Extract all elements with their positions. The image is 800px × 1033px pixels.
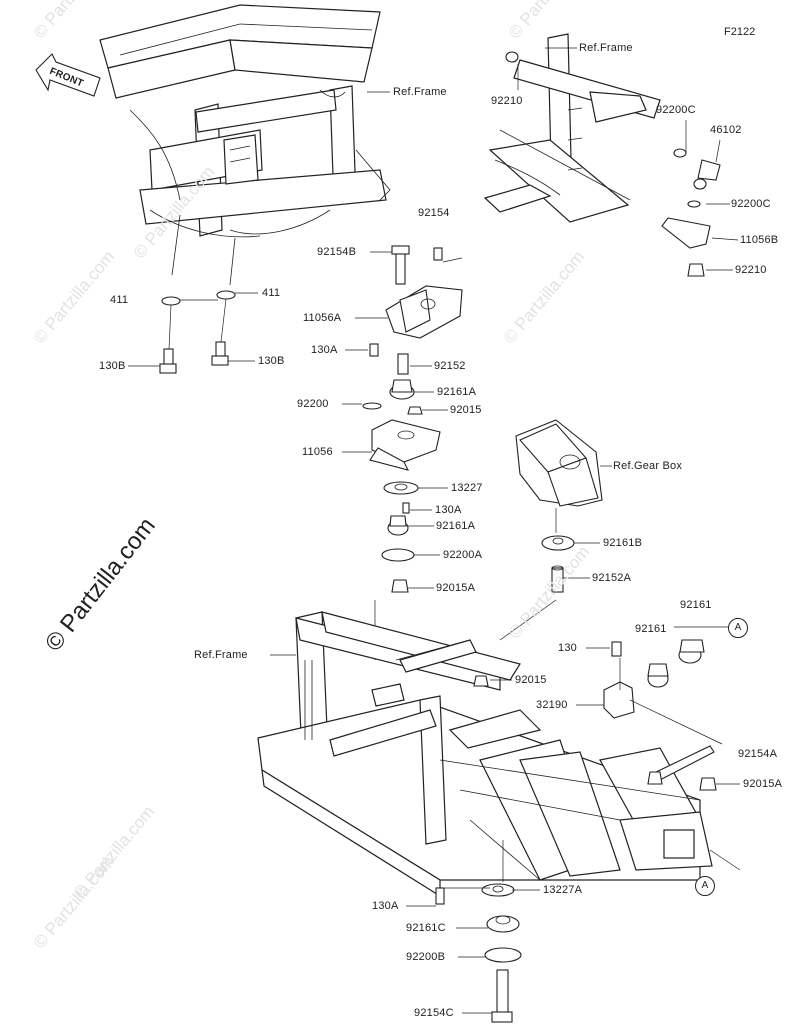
- label-92161a[interactable]: 92161A: [436, 520, 476, 532]
- label-92200a[interactable]: 92200A: [443, 549, 483, 561]
- label-92161a[interactable]: 92161A: [437, 386, 477, 398]
- label-ref-frame[interactable]: Ref.Frame: [393, 86, 447, 98]
- label-92152[interactable]: 92152: [434, 360, 466, 372]
- label-92154c[interactable]: 92154C: [414, 1007, 454, 1019]
- front-arrow-icon: [35, 53, 101, 97]
- label-92210[interactable]: 92210: [735, 264, 767, 276]
- mount-11056-stack: [362, 343, 441, 660]
- label-92161[interactable]: 92161: [635, 623, 667, 635]
- label-92015[interactable]: 92015: [450, 404, 482, 416]
- label-92015[interactable]: 92015: [515, 674, 547, 686]
- label-92015a[interactable]: 92015A: [743, 778, 783, 790]
- washer-411-shapes: [161, 290, 236, 306]
- label-ref-frame[interactable]: Ref.Frame: [194, 649, 248, 661]
- label-130a[interactable]: 130A: [372, 900, 399, 912]
- bottom-mount-stack: [435, 840, 522, 1023]
- label-11056[interactable]: 11056: [302, 446, 333, 458]
- label-92152a[interactable]: 92152A: [592, 572, 632, 584]
- label-130b[interactable]: 130B: [99, 360, 126, 372]
- label-92161b[interactable]: 92161B: [603, 537, 643, 549]
- label-92154[interactable]: 92154: [418, 207, 450, 219]
- label-ref-frame[interactable]: Ref.Frame: [579, 42, 633, 54]
- label-11056b[interactable]: 11056B: [740, 234, 779, 246]
- callout-a-bottom: A: [695, 876, 715, 896]
- label-411[interactable]: 411: [262, 287, 281, 299]
- label-92161[interactable]: 92161: [680, 599, 712, 611]
- rear-frame-drawing: [483, 33, 661, 223]
- label-130[interactable]: 130: [558, 642, 577, 654]
- label-92210[interactable]: 92210: [491, 95, 523, 107]
- label-92200b[interactable]: 92200B: [406, 951, 446, 963]
- label-92161c[interactable]: 92161C: [406, 922, 446, 934]
- label-130a[interactable]: 130A: [311, 344, 338, 356]
- label-11056a[interactable]: 11056A: [303, 312, 342, 324]
- label-13227a[interactable]: 13227A: [543, 884, 583, 896]
- label-411[interactable]: 411: [110, 294, 129, 306]
- mount-11056a-shapes: [385, 245, 463, 339]
- figure-code: F2122: [724, 26, 756, 38]
- label-92015a[interactable]: 92015A: [436, 582, 476, 594]
- main-frame-drawing: [257, 611, 713, 898]
- bolt-130b-shapes: [159, 298, 229, 374]
- bracket-32190-shapes: [473, 639, 741, 871]
- gearbox-bracket-shapes: [499, 419, 603, 641]
- label-130a[interactable]: 130A: [435, 504, 462, 516]
- label-92154a[interactable]: 92154A: [738, 748, 778, 760]
- label-46102[interactable]: 46102: [710, 124, 742, 136]
- label-92200c[interactable]: 92200C: [731, 198, 771, 210]
- label-13227[interactable]: 13227: [451, 482, 483, 494]
- callout-a-top: A: [728, 618, 748, 638]
- label-92200[interactable]: 92200: [297, 398, 329, 410]
- leader-lines: [128, 47, 740, 1014]
- bracket-46102-shapes: [505, 51, 721, 277]
- label-92154b[interactable]: 92154B: [317, 246, 357, 258]
- label-130b[interactable]: 130B: [258, 355, 285, 367]
- front-frame-drawing: [99, 4, 391, 286]
- label-92200c[interactable]: 92200C: [656, 104, 696, 116]
- label-ref-gear-box[interactable]: Ref.Gear Box: [613, 460, 683, 472]
- label-32190[interactable]: 32190: [536, 699, 568, 711]
